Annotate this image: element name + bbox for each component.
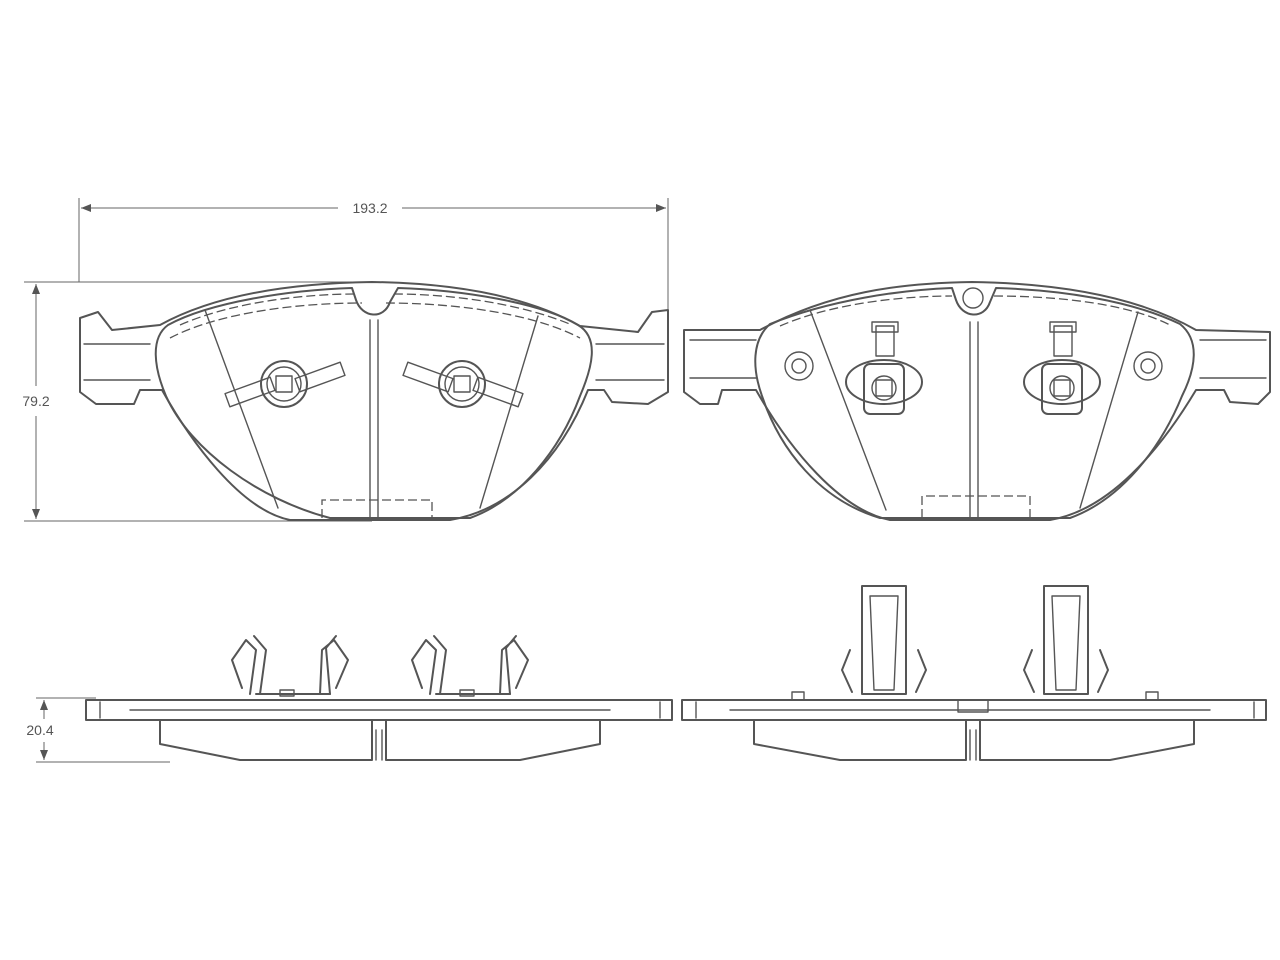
spring-clip-right bbox=[402, 360, 524, 408]
pad-rear-view-right bbox=[683, 281, 1271, 521]
friction-material bbox=[159, 719, 373, 761]
thickness-dimension: 20.4 bbox=[26, 697, 170, 763]
friction-material bbox=[753, 719, 967, 761]
clip-connector-right bbox=[1023, 585, 1109, 695]
spring-clip-left bbox=[231, 635, 349, 695]
friction-material bbox=[754, 287, 1195, 519]
pad-side-view-right bbox=[681, 585, 1267, 761]
friction-material bbox=[154, 287, 593, 519]
backing-plate bbox=[85, 699, 673, 721]
pad-front-view-left bbox=[79, 281, 669, 521]
clip-connector-right bbox=[1023, 321, 1101, 415]
clip-connector-left bbox=[845, 321, 923, 415]
height-dimension-label: 79.2 bbox=[22, 393, 49, 409]
pad-side-view-left bbox=[85, 635, 673, 761]
backing-plate bbox=[683, 281, 1271, 521]
spring-clip-left bbox=[224, 360, 346, 408]
center-slot bbox=[369, 319, 379, 519]
width-dimension-label: 193.2 bbox=[352, 200, 387, 216]
width-dimension: 193.2 bbox=[78, 198, 669, 312]
thickness-dimension-label: 20.4 bbox=[26, 722, 53, 738]
clip-connector-left bbox=[841, 585, 927, 695]
center-slot bbox=[969, 321, 979, 519]
spring-clip-right bbox=[411, 635, 529, 695]
backing-plate bbox=[681, 699, 1267, 721]
